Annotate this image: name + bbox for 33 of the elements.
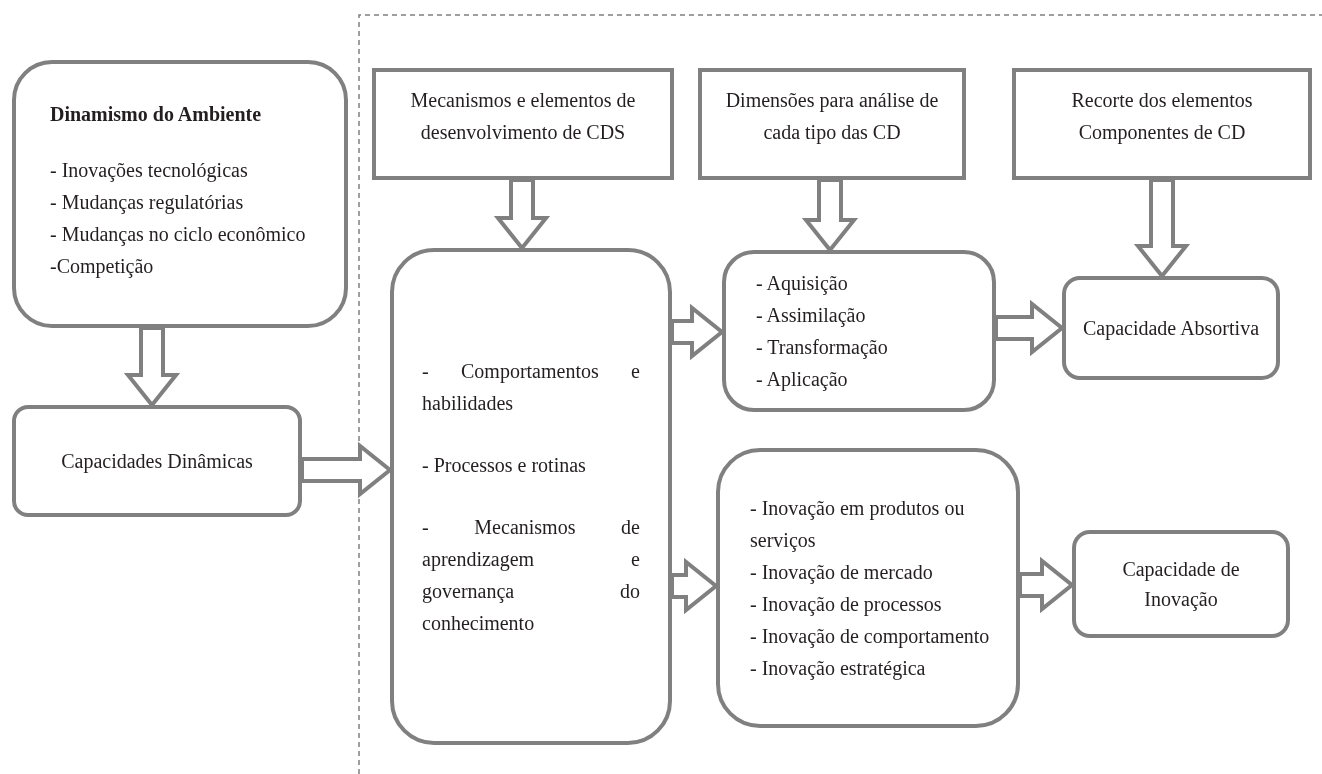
callout-text: Mecanismos e elementos de desenvolvimento de CDS [409, 88, 637, 145]
list-item: -Competição [50, 254, 155, 280]
rounded-box [1072, 530, 1290, 638]
list-item: - Inovação de mercado [750, 560, 934, 586]
rounded-box [1062, 276, 1280, 380]
rounded-box [12, 60, 348, 328]
rounded-box [390, 248, 672, 745]
list-item: - Mudanças regulatórias [50, 190, 245, 216]
list-item: - Inovação em produtos ou serviços [750, 496, 966, 554]
box-text: Capacidade Absortiva [1082, 316, 1260, 342]
box-heading: Dinamismo do Ambiente [50, 102, 263, 127]
list-item: - Inovações tecnológicas [50, 158, 249, 184]
list-item: - Inovação de comportamento [750, 624, 991, 650]
list-item: - Inovação de processos [750, 592, 943, 618]
list-item: - Assimilação [756, 303, 867, 329]
list-item: - Mecanismos de aprendizagem e governança do conhecimento [422, 514, 640, 636]
callout-box [698, 68, 966, 180]
box-text: Capacidades Dinâmicas [61, 449, 253, 475]
list-item: - Aquisição [756, 271, 849, 297]
rounded-box [716, 448, 1020, 728]
rounded-box [12, 405, 302, 517]
box-text: Capacidade de Inovação [1121, 557, 1241, 613]
rounded-box [722, 250, 996, 412]
list-item: - Transformação [756, 335, 889, 361]
list-item: - Comportamentos e habilidades [422, 358, 640, 416]
list-item: - Inovação estratégica [750, 656, 927, 682]
callout-text: Recorte dos elementos Componentes de CD [1070, 88, 1254, 146]
list-item: - Aplicação [756, 367, 849, 393]
callout-box [1012, 68, 1312, 180]
list-item: - Processos e rotinas [422, 452, 587, 478]
callout-box [372, 68, 674, 180]
list-item: - Mudanças no ciclo econômico [50, 222, 307, 248]
callout-text: Dimensões para análise de cada tipo das CD [724, 88, 940, 146]
